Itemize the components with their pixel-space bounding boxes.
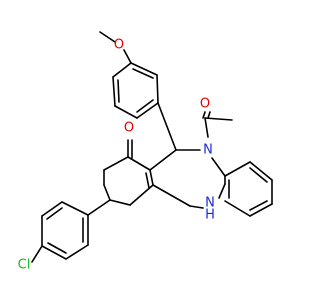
bond xyxy=(112,76,116,107)
bond xyxy=(46,207,63,220)
bond xyxy=(112,62,132,78)
bond xyxy=(109,199,131,206)
amine-nitrogen-label: N xyxy=(205,196,215,211)
acetyl-oxygen-label: O xyxy=(200,97,210,112)
bond xyxy=(136,102,159,119)
bond xyxy=(224,200,251,217)
cyclohexenone-ring xyxy=(103,139,154,206)
bond-aryl-c11 xyxy=(157,102,177,151)
methoxyphenyl-ring xyxy=(112,62,159,119)
amide-nitrogen-label: N xyxy=(203,143,213,158)
bond xyxy=(41,201,63,217)
bond xyxy=(61,201,89,216)
bond xyxy=(117,79,120,103)
amine-hydrogen-label: H xyxy=(205,208,215,223)
bond xyxy=(152,184,191,207)
bond xyxy=(224,161,251,177)
bond xyxy=(65,244,89,260)
methoxy-group xyxy=(99,31,132,64)
methoxy-oxygen-label: O xyxy=(114,38,124,53)
bond xyxy=(103,184,111,201)
bond xyxy=(211,157,226,177)
bond xyxy=(149,149,177,171)
molecule-structure: O O O N N H Cl xyxy=(18,31,273,273)
bond xyxy=(218,183,226,199)
bond xyxy=(204,117,209,138)
bond xyxy=(136,99,154,113)
bond xyxy=(249,203,273,217)
bond xyxy=(87,199,111,216)
bond xyxy=(103,156,129,171)
ketone-oxygen-label: O xyxy=(124,121,134,136)
bond xyxy=(41,245,67,260)
bond-o-aryl xyxy=(123,49,132,64)
bond xyxy=(149,169,154,186)
bond xyxy=(156,74,159,104)
bond xyxy=(249,200,268,211)
bond xyxy=(47,242,67,254)
bond xyxy=(207,111,211,119)
bond-aryl-cl xyxy=(31,245,43,263)
bond xyxy=(132,68,154,79)
chlorine-label: Cl xyxy=(18,258,31,273)
atom-labels: O O O N N H Cl xyxy=(18,38,215,273)
bond-methyl-o xyxy=(99,31,116,43)
bond xyxy=(145,172,150,189)
benzo-ring xyxy=(224,161,273,217)
chlorophenyl-ring xyxy=(41,199,111,260)
bond xyxy=(204,117,233,121)
diazepine-ring xyxy=(149,149,226,209)
bond xyxy=(249,167,268,183)
bond xyxy=(249,161,273,181)
bond xyxy=(130,62,158,76)
bond xyxy=(127,156,151,171)
acetyl-group xyxy=(202,111,233,138)
bond xyxy=(114,105,138,119)
bond xyxy=(202,111,206,119)
bond xyxy=(189,205,204,209)
